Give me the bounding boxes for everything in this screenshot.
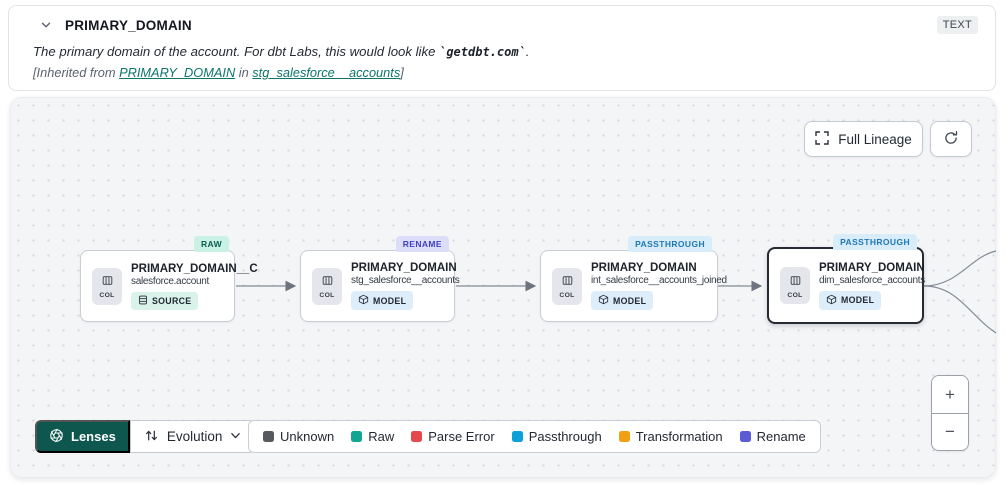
cube-icon xyxy=(358,294,369,307)
node-column-name: PRIMARY_DOMAIN xyxy=(591,262,697,274)
node-model-name: stg_salesforce__accounts xyxy=(351,275,460,286)
chevron-down-icon[interactable] xyxy=(40,19,52,31)
columns-icon xyxy=(790,273,801,291)
table-icon xyxy=(138,295,148,307)
legend-label: Parse Error xyxy=(428,429,495,444)
cube-icon xyxy=(598,294,609,307)
lens-selector-dropdown[interactable]: Evolution xyxy=(129,420,256,453)
legend-item: Passthrough xyxy=(511,429,602,444)
legend-swatch-raw xyxy=(351,431,363,442)
col-chip-label: COL xyxy=(559,292,575,299)
lenses-control-group: Lenses Evolution xyxy=(35,420,256,453)
transform-type-badge: PASSTHROUGH xyxy=(833,234,917,250)
refresh-button[interactable] xyxy=(930,121,972,157)
legend-swatch-passthrough xyxy=(511,431,523,442)
resource-type-badge: MODEL xyxy=(351,291,414,310)
legend-swatch-rename xyxy=(739,431,751,442)
resource-type-label: MODEL xyxy=(613,295,647,306)
col-chip-label: COL xyxy=(787,291,803,299)
column-chip: COL xyxy=(552,267,582,305)
refresh-icon xyxy=(943,130,959,149)
legend-item: Unknown xyxy=(263,429,334,444)
node-column-name: PRIMARY_DOMAIN__C xyxy=(131,262,258,275)
node-body: PRIMARY_DOMAIN int_salesforce__accounts_… xyxy=(591,262,727,310)
column-chip: COL xyxy=(92,267,122,305)
legend-swatch-unknown xyxy=(263,431,274,442)
aperture-icon xyxy=(49,428,64,446)
legend-swatch-parse-error xyxy=(411,431,423,442)
lenses-button-label: Lenses xyxy=(71,429,116,444)
chevron-down-icon xyxy=(230,429,241,444)
swap-vertical-icon xyxy=(144,428,159,446)
legend-item: Transformation xyxy=(618,429,723,444)
resource-type-badge: MODEL xyxy=(819,290,882,310)
column-type-badge: TEXT xyxy=(936,16,978,34)
legend-swatch-transformation xyxy=(618,431,630,442)
full-lineage-button[interactable]: Full Lineage xyxy=(804,121,923,157)
legend-label: Transformation xyxy=(635,429,723,444)
col-chip-label: COL xyxy=(319,292,335,299)
legend-item: Rename xyxy=(739,429,806,444)
evolution-legend: Unknown Raw Parse Error Passthrough Tran… xyxy=(248,420,821,453)
lineage-node-dim-selected[interactable]: PASSTHROUGH COL PRIMARY_DOMAIN dim_sales… xyxy=(767,234,925,324)
zoom-in-button[interactable]: + xyxy=(932,376,968,413)
full-lineage-label: Full Lineage xyxy=(838,131,912,147)
node-model-name: salesforce.account xyxy=(131,275,209,287)
column-details-panel: PRIMARY_DOMAIN TEXT The primary domain o… xyxy=(8,5,996,91)
column-header-row: PRIMARY_DOMAIN TEXT xyxy=(33,15,978,35)
column-title: PRIMARY_DOMAIN xyxy=(65,17,192,33)
lineage-node-staging[interactable]: RENAME COL PRIMARY_DOMAIN stg_salesforce… xyxy=(300,236,460,322)
description-suffix: . xyxy=(525,44,530,59)
columns-icon xyxy=(562,273,573,291)
lineage-node-intermediate[interactable]: PASSTHROUGH COL PRIMARY_DOMAIN int_sales… xyxy=(540,236,727,322)
legend-label: Raw xyxy=(368,429,395,444)
lineage-node-source[interactable]: RAW COL PRIMARY_DOMAIN__C salesforce.acc… xyxy=(80,236,258,322)
col-chip-label: COL xyxy=(99,292,115,299)
resource-type-label: MODEL xyxy=(841,295,875,305)
node-model-name: int_salesforce__accounts_joined xyxy=(591,275,727,286)
node-body: PRIMARY_DOMAIN dim_salesforce_accounts M… xyxy=(819,261,925,310)
node-body: PRIMARY_DOMAIN__C salesforce.account SOU… xyxy=(131,262,258,310)
inherited-note: [Inherited from PRIMARY_DOMAIN in stg_sa… xyxy=(33,65,977,80)
node-model-name: dim_salesforce_accounts xyxy=(819,274,925,286)
transform-type-badge: PASSTHROUGH xyxy=(628,236,712,252)
column-chip: COL xyxy=(312,267,342,305)
node-body: PRIMARY_DOMAIN stg_salesforce__accounts … xyxy=(351,262,460,310)
inline-code: `getdbt.com` xyxy=(439,45,526,59)
legend-item: Raw xyxy=(351,429,394,444)
resource-type-label: SOURCE xyxy=(152,295,192,306)
resource-type-badge: SOURCE xyxy=(131,291,199,310)
transform-type-badge: RENAME xyxy=(395,236,449,252)
resource-type-badge: MODEL xyxy=(591,291,654,310)
resource-type-label: MODEL xyxy=(373,295,407,306)
cube-icon xyxy=(826,294,837,307)
columns-icon xyxy=(102,273,113,291)
selected-lens-label: Evolution xyxy=(166,429,223,444)
node-column-name: PRIMARY_DOMAIN xyxy=(819,261,925,274)
column-chip: COL xyxy=(780,267,810,304)
inherited-prefix: [Inherited from xyxy=(33,65,120,80)
expand-icon xyxy=(815,130,829,148)
description-text: The primary domain of the account. For d… xyxy=(33,44,440,59)
lenses-button[interactable]: Lenses xyxy=(35,420,130,453)
zoom-out-button[interactable]: − xyxy=(932,413,968,450)
zoom-controls: + − xyxy=(931,375,969,451)
inherited-model-link[interactable]: stg_salesforce__accounts xyxy=(252,65,401,80)
column-description: The primary domain of the account. For d… xyxy=(33,44,977,59)
legend-label: Passthrough xyxy=(528,429,602,444)
transform-type-badge: RAW xyxy=(193,236,229,252)
inherited-middle: in xyxy=(235,65,253,80)
legend-item: Parse Error xyxy=(411,429,495,444)
node-column-name: PRIMARY_DOMAIN xyxy=(351,262,457,274)
legend-label: Rename xyxy=(756,429,806,444)
columns-icon xyxy=(322,273,333,291)
legend-label: Unknown xyxy=(280,429,335,444)
inherited-column-link[interactable]: PRIMARY_DOMAIN xyxy=(119,65,236,80)
inherited-suffix: ] xyxy=(400,65,404,80)
